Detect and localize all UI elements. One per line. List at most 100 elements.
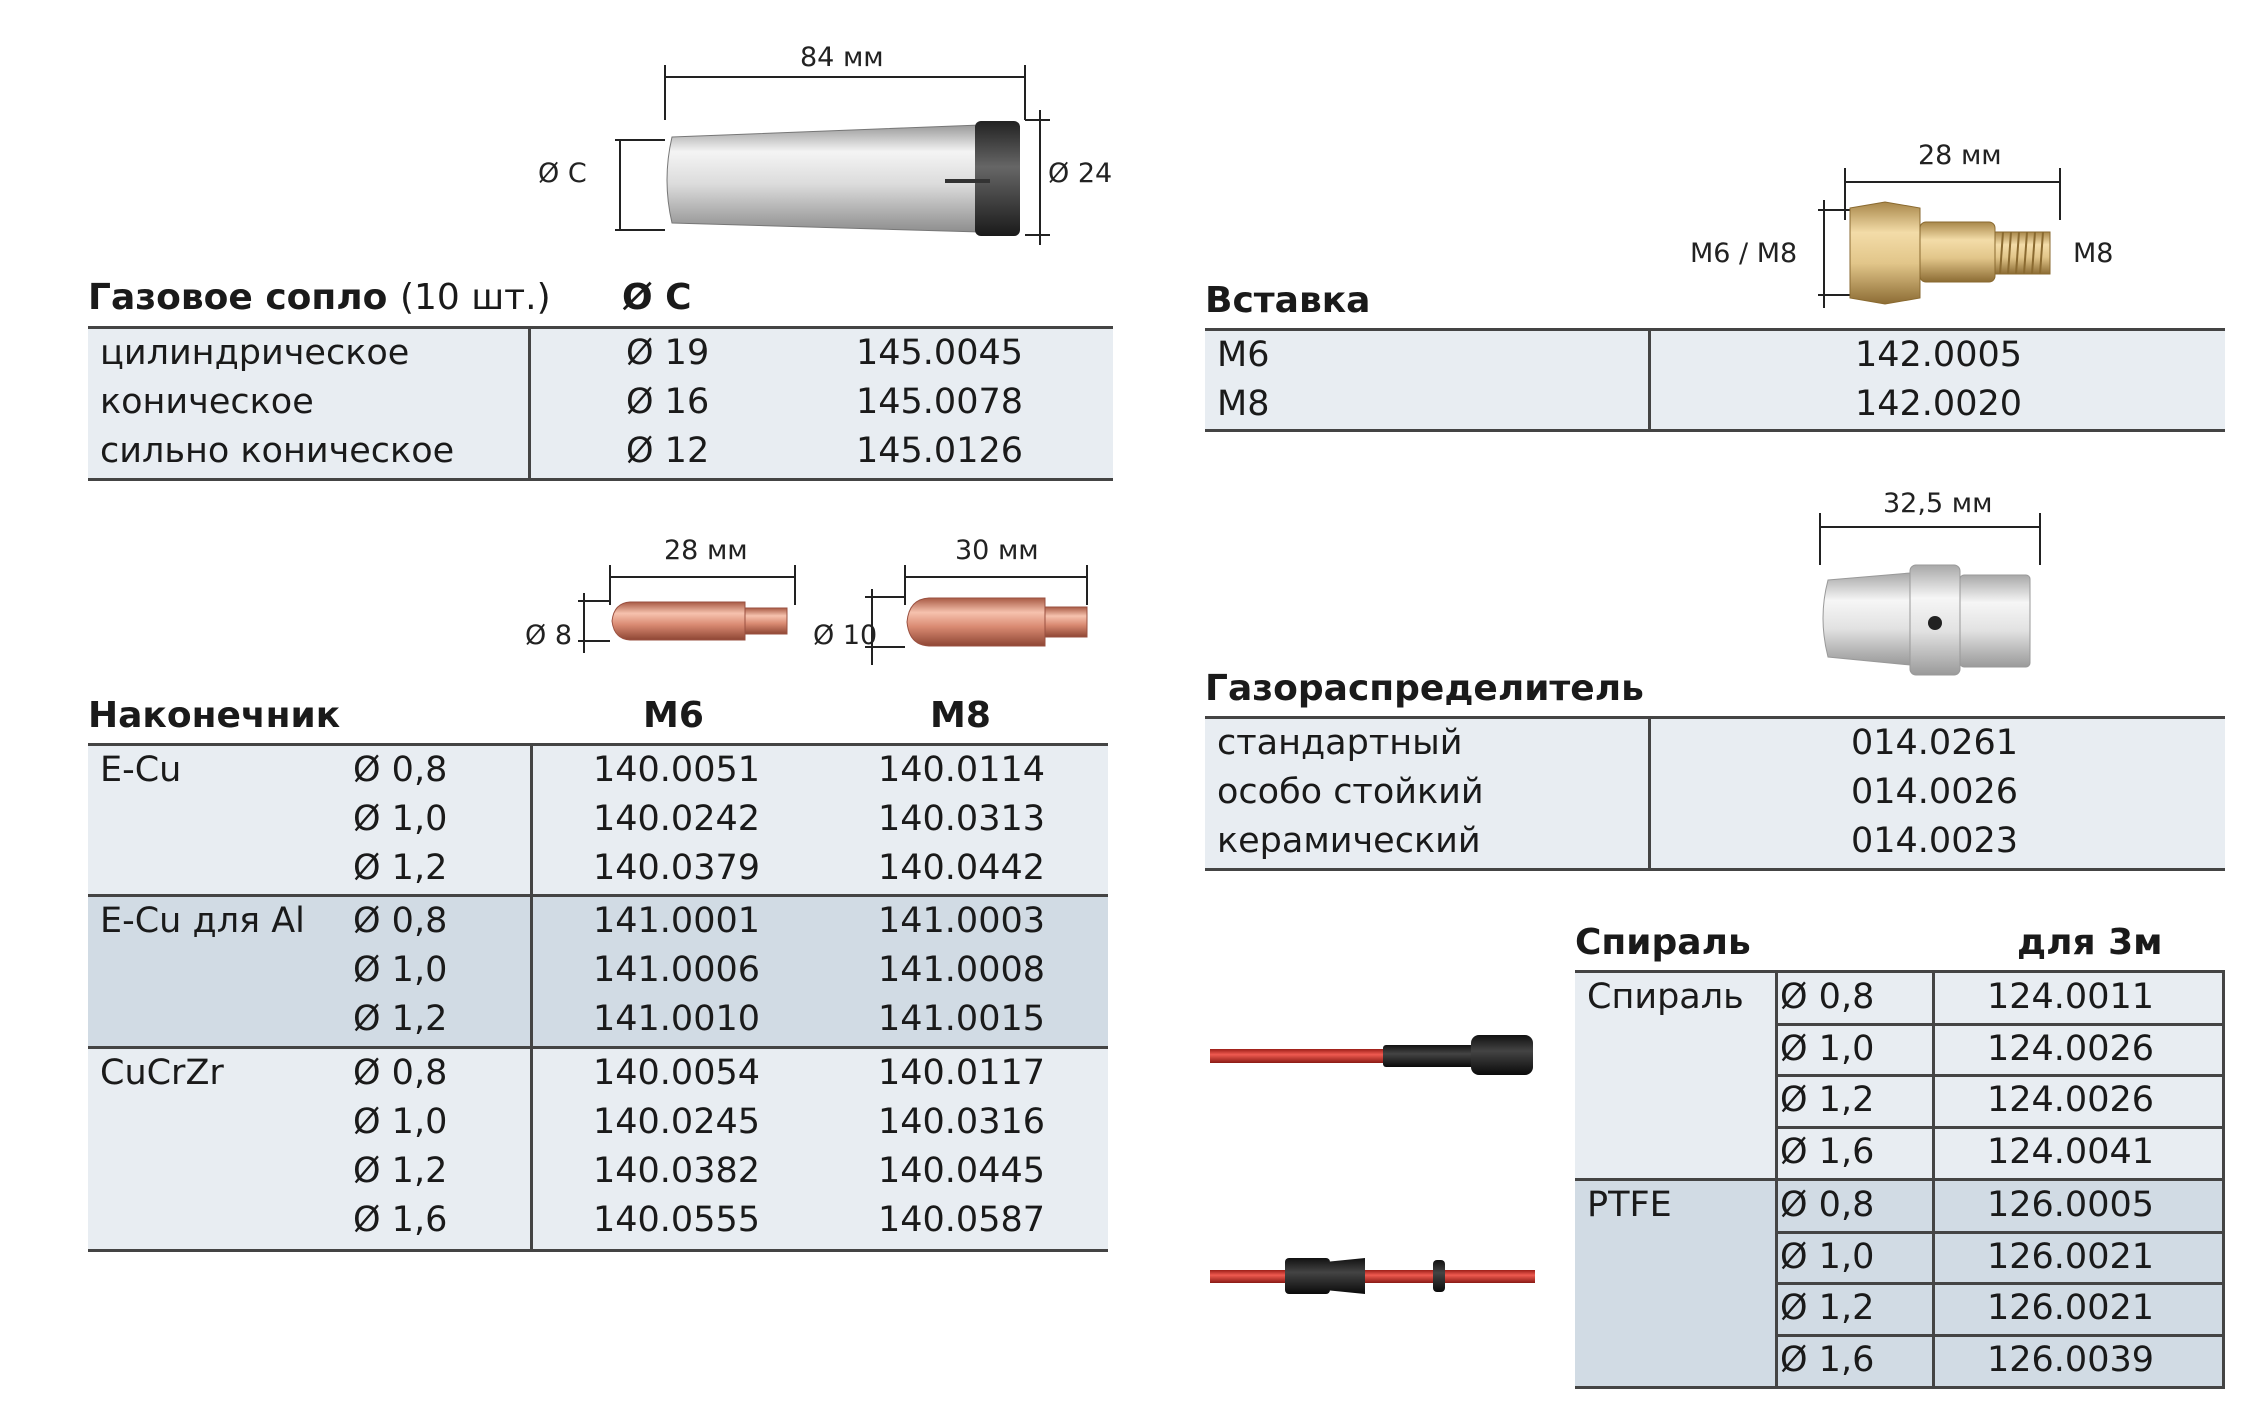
nozzle-inner-diameter-label: Ø C <box>538 158 587 189</box>
diffuser-table: стандартный 014.0261 особо стойкий 014.0… <box>1205 716 2225 871</box>
liner-diameter: Ø 1,2 <box>1780 1288 1875 1328</box>
liner-code: 124.0026 <box>1987 1080 2155 1120</box>
diffuser-code: 014.0023 <box>1851 821 2019 861</box>
nozzle-image <box>615 65 1050 245</box>
liner-diameter: Ø 1,6 <box>1780 1340 1875 1380</box>
nozzle-type: цилиндрическое <box>100 333 410 373</box>
diffuser-code: 014.0261 <box>1851 723 2019 763</box>
diffuser-length-label: 32,5 мм <box>1883 488 1993 519</box>
liner-code: 126.0021 <box>1987 1237 2155 1277</box>
tip-m6-diameter-label: Ø 8 <box>525 620 573 651</box>
tip-m8-code: 140.0442 <box>878 848 1046 888</box>
tip-group-band <box>88 746 1108 894</box>
tip-m8-code: 140.0114 <box>878 750 1046 790</box>
liner-code: 126.0021 <box>1987 1288 2155 1328</box>
nozzle-title-note: (10 шт.) <box>399 277 551 318</box>
tip-diameter: Ø 1,6 <box>353 1200 448 1240</box>
nozzle-type: сильно коническое <box>100 431 455 471</box>
tip-title: Наконечник <box>88 695 341 736</box>
nozzle-outer-diameter-label: Ø 24 <box>1048 158 1113 189</box>
nozzle-title-main: Газовое сопло <box>88 277 388 318</box>
tip-m8-code: 141.0008 <box>878 950 1046 990</box>
tip-m8-code: 140.0313 <box>878 799 1046 839</box>
nozzle-code: 145.0045 <box>856 333 1024 373</box>
liner-code: 126.0005 <box>1987 1185 2155 1225</box>
insert-right-thread-label: M8 <box>2073 238 2114 269</box>
liner-row-divider <box>1775 1231 2225 1234</box>
liner-material: Спираль <box>1587 977 1744 1017</box>
insert-title: Вставка <box>1205 280 1371 321</box>
liner-diameter: Ø 0,8 <box>1780 977 1875 1017</box>
nozzle-diameter-header: Ø C <box>622 277 692 318</box>
diffuser-type: стандартный <box>1217 723 1463 763</box>
tip-m8-length-label: 30 мм <box>955 535 1039 566</box>
tip-diameter: Ø 1,0 <box>353 1102 448 1142</box>
nozzle-code: 145.0078 <box>856 382 1024 422</box>
tip-m6-code: 141.0001 <box>593 901 761 941</box>
tip-diameter: Ø 1,2 <box>353 848 448 888</box>
tip-m8-diameter-label: Ø 10 <box>813 620 878 651</box>
liner-diameter: Ø 1,0 <box>1780 1029 1875 1069</box>
liner-steel-image <box>1210 1035 1533 1075</box>
nozzle-code: 145.0126 <box>856 431 1024 471</box>
diffuser-type: керамический <box>1217 821 1481 861</box>
tip-m8-header: M8 <box>930 695 991 736</box>
nozzle-diameter: Ø 12 <box>626 431 710 471</box>
tip-m6-code: 140.0245 <box>593 1102 761 1142</box>
liner-length-header: для 3м <box>2017 922 2163 963</box>
tip-diameter: Ø 1,0 <box>353 799 448 839</box>
liner-code: 124.0011 <box>1987 977 2155 1017</box>
liner-row-divider <box>1775 1334 2225 1337</box>
liner-code: 124.0026 <box>1987 1029 2155 1069</box>
tip-material: E-Cu <box>100 750 182 790</box>
tip-m6-code: 140.0054 <box>593 1053 761 1093</box>
tip-m6-code: 140.0555 <box>593 1200 761 1240</box>
liner-row-divider <box>1775 1074 2225 1077</box>
liner-diameter: Ø 1,6 <box>1780 1132 1875 1172</box>
liner-diameter: Ø 1,0 <box>1780 1237 1875 1277</box>
liner-row-divider <box>1775 1126 2225 1129</box>
liner-table-edge <box>2222 973 2225 1386</box>
tip-m8-code: 140.0117 <box>878 1053 1046 1093</box>
liner-row-divider <box>1775 1023 2225 1026</box>
diffuser-code: 014.0026 <box>1851 772 2019 812</box>
tip-diameter: Ø 1,0 <box>353 950 448 990</box>
liner-row-divider <box>1775 1282 2225 1285</box>
liner-title: Спираль <box>1575 922 1751 963</box>
liner-material: PTFE <box>1587 1185 1672 1225</box>
diffuser-type: особо стойкий <box>1217 772 1484 812</box>
diffuser-table-divider <box>1648 719 1651 868</box>
tip-m8-code: 140.0316 <box>878 1102 1046 1142</box>
insert-label: M6 <box>1217 335 1270 375</box>
tip-table-divider <box>530 746 533 1249</box>
insert-code: 142.0020 <box>1855 384 2023 424</box>
tip-m8-code: 141.0003 <box>878 901 1046 941</box>
tip-group-divider <box>88 1046 1108 1049</box>
nozzle-length-label: 84 мм <box>800 42 884 73</box>
tip-m8-code: 141.0015 <box>878 999 1046 1039</box>
insert-code: 142.0005 <box>1855 335 2023 375</box>
tip-m8-image <box>865 565 1088 665</box>
liner-table: Спираль Ø 0,8 124.0011 Ø 1,0 124.0026 Ø … <box>1575 970 2225 1389</box>
nozzle-table-divider <box>528 329 531 478</box>
tip-m6-code: 140.0242 <box>593 799 761 839</box>
tip-m6-length-label: 28 мм <box>664 535 748 566</box>
nozzle-title: Газовое сопло (10 шт.) <box>88 277 551 318</box>
tip-group-divider <box>88 894 1108 897</box>
liner-group-divider <box>1575 1178 2225 1181</box>
tip-m6-code: 140.0379 <box>593 848 761 888</box>
liner-code: 126.0039 <box>1987 1340 2155 1380</box>
insert-left-thread-label: M6 / M8 <box>1690 238 1798 269</box>
tip-group-band <box>88 897 1108 1046</box>
tip-m6-header: M6 <box>643 695 704 736</box>
diffuser-title: Газораспределитель <box>1205 668 1644 709</box>
tip-m6-code: 141.0010 <box>593 999 761 1039</box>
tip-diameter: Ø 1,2 <box>353 1151 448 1191</box>
insert-image <box>1818 168 2061 308</box>
nozzle-type: коническое <box>100 382 314 422</box>
liner-ptfe-image <box>1210 1258 1535 1294</box>
tip-material: CuCrZr <box>100 1053 224 1093</box>
tip-m6-image <box>578 565 796 653</box>
insert-length-label: 28 мм <box>1918 140 2002 171</box>
liner-table-divider <box>1775 973 1778 1386</box>
